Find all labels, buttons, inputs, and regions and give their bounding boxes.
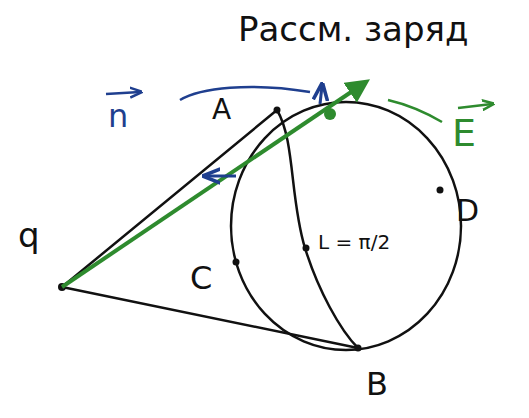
normal-vector <box>320 86 322 104</box>
point-dot <box>355 345 362 352</box>
sphere-outline <box>231 102 461 350</box>
vector-bar <box>106 92 140 94</box>
point-dot <box>437 187 444 194</box>
point-dot <box>233 259 240 266</box>
angle-label: L = π/2 <box>318 232 390 252</box>
point-label: A <box>212 96 231 124</box>
point-label: B <box>366 368 388 400</box>
vector-name: n <box>108 100 128 132</box>
normal-vector <box>206 175 236 178</box>
tangent-line <box>62 287 358 348</box>
leader-stroke <box>180 87 310 100</box>
tangent-line <box>62 110 277 287</box>
vector-bar <box>458 104 492 108</box>
field-point <box>324 108 336 120</box>
point-dot <box>303 245 310 252</box>
point-label: D <box>456 196 479 226</box>
meridian-curve <box>277 110 358 348</box>
point-label: C <box>190 262 212 294</box>
point-dot <box>274 107 281 114</box>
field-vector <box>62 82 366 287</box>
charge-label: q <box>18 218 40 252</box>
note-text: Рассм. заряд <box>238 12 468 46</box>
leader-stroke <box>388 100 442 122</box>
vector-name: E <box>452 114 476 152</box>
